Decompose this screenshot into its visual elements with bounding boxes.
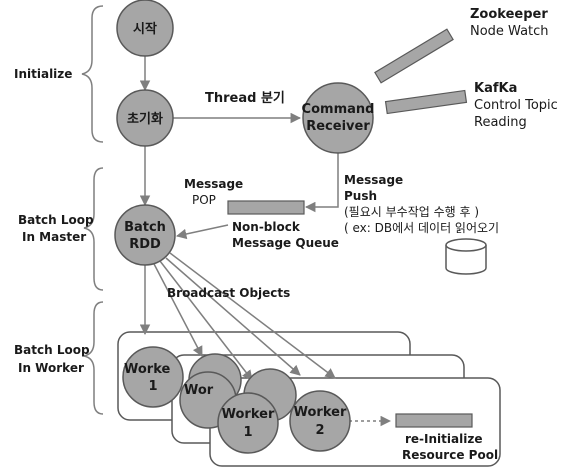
node-worker-back-label-1: Worke (124, 362, 171, 377)
node-worker-back-label-2: 1 (148, 379, 157, 394)
database-icon (445, 238, 487, 275)
message-push-label-2: Push (344, 189, 377, 203)
node-worker-2: Worker 2 (289, 390, 351, 452)
kafka-title: KafKa (474, 81, 517, 96)
kafka-subtitle-2: Reading (474, 115, 527, 130)
section-batch-worker-line2: In Worker (18, 361, 84, 375)
node-batch-rdd: Batch RDD (114, 204, 176, 266)
broadcast-label: Broadcast Objects (167, 286, 290, 300)
section-batch-master-line2: In Master (22, 230, 86, 244)
node-batch-label-2: RDD (129, 237, 161, 252)
node-worker2-label-1: Worker (294, 405, 347, 420)
node-batch-label-1: Batch (124, 220, 166, 235)
arrow-batch-to-worker-mid-b (159, 260, 253, 381)
node-init-label: 초기화 (127, 111, 163, 127)
push-note-2: ( ex: DB에서 데이터 읽어오기 (344, 221, 499, 235)
node-worker-back: Worke 1 (122, 346, 184, 408)
node-worker2-label-2: 2 (315, 423, 324, 438)
node-command-receiver: Command Receiver (302, 82, 375, 154)
resource-pool-bar (395, 413, 473, 428)
queue-label-1: Non-block (232, 220, 301, 234)
brace-batch-worker (83, 301, 104, 415)
node-start: 시작 (116, 0, 174, 57)
zookeeper-subtitle: Node Watch (470, 24, 549, 39)
arrow-batch-to-worker-front-b (169, 252, 336, 379)
kafka-subtitle-1: Control Topic (474, 98, 558, 113)
section-batch-worker-line1: Batch Loop (14, 343, 90, 357)
arrow-batch-to-worker-mid-a (152, 261, 203, 357)
reinit-label-1: re-Initialize (405, 432, 482, 446)
push-note-1: (필요시 부수작업 수행 후 ) (344, 204, 479, 219)
arrow-command-to-queue (304, 150, 339, 213)
node-command-label-1: Command (302, 102, 375, 117)
zookeeper-bar (374, 28, 454, 84)
node-worker-mid-label: Wor (184, 383, 214, 398)
message-pop-label-2: POP (192, 193, 216, 207)
node-worker1-label-2: 1 (243, 425, 252, 440)
section-initialize: Initialize (14, 67, 72, 81)
node-start-label: 시작 (133, 21, 157, 37)
kafka-bar (384, 89, 468, 115)
brace-initialize (81, 5, 104, 143)
message-queue-bar (227, 200, 305, 215)
reinit-label-2: Resource Pool (402, 448, 498, 462)
message-push-label-1: Message (344, 173, 403, 187)
node-init: 초기화 (116, 89, 174, 147)
arrow-batch-to-worker-front-a (165, 257, 301, 376)
brace-batch-master (83, 167, 104, 291)
node-command-label-2: Receiver (306, 119, 370, 134)
message-pop-label-1: Message (184, 177, 243, 191)
queue-label-2: Message Queue (232, 236, 339, 250)
node-worker1-label-1: Worker (222, 407, 275, 422)
thread-split-label: Thread 분기 (205, 91, 285, 106)
node-worker-1: Worker 1 (217, 392, 279, 454)
arrow-queue-to-batch (175, 224, 229, 240)
section-batch-master-line1: Batch Loop (18, 213, 94, 227)
zookeeper-title: Zookeeper (470, 7, 548, 22)
